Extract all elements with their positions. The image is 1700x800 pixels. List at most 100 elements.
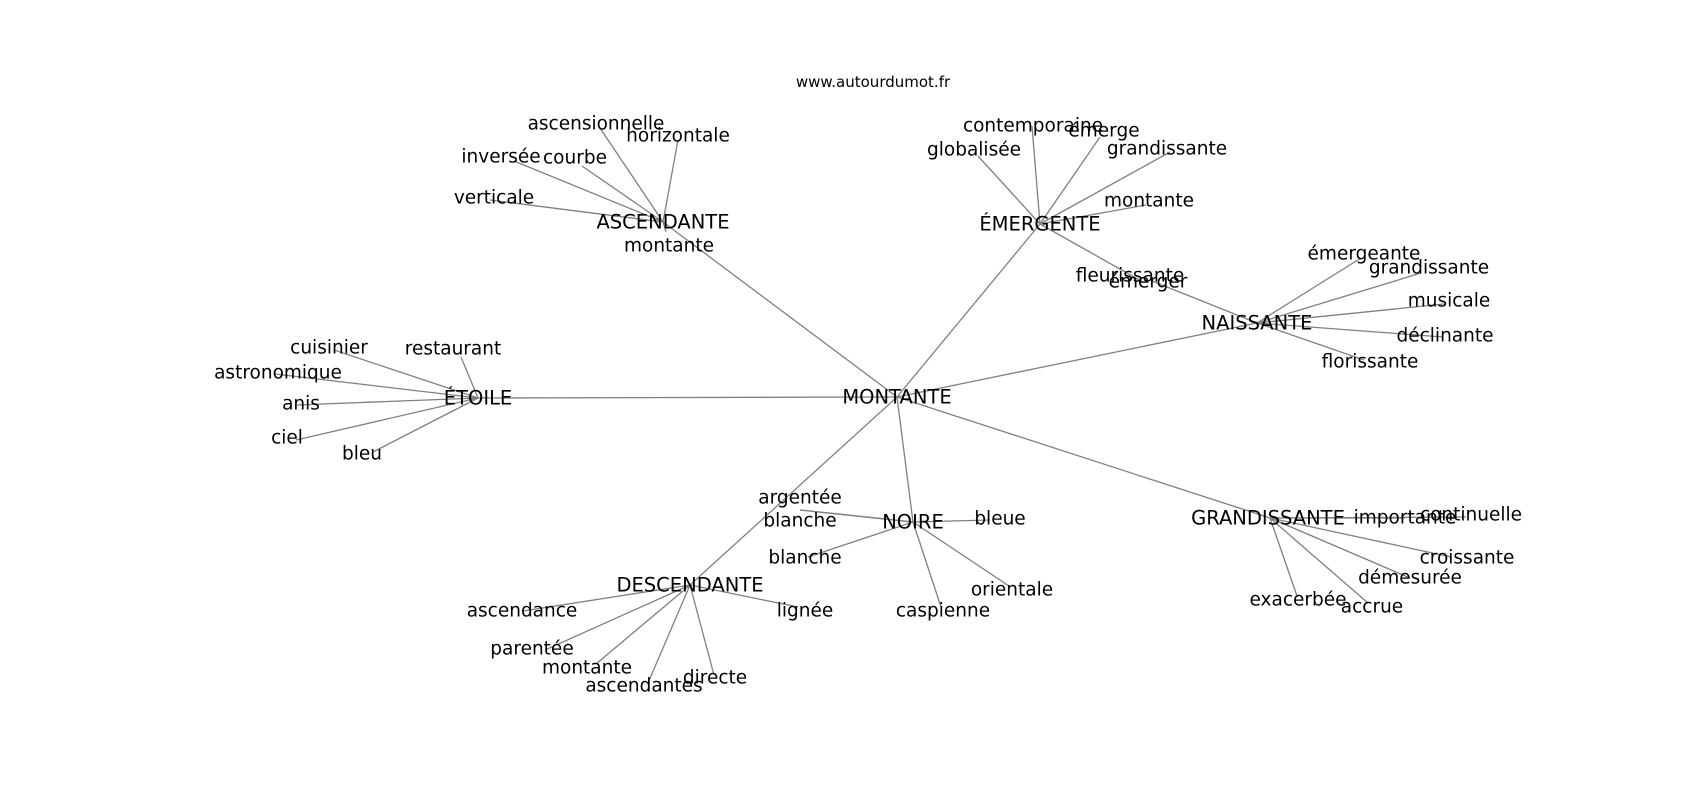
leaf-node-label: importante xyxy=(1354,508,1457,529)
edge-ascendante-5 xyxy=(662,221,667,233)
edge-root-ascendante xyxy=(662,221,898,398)
edge-emergente-7 xyxy=(1039,136,1101,225)
leaf-node-label: anis xyxy=(282,394,320,415)
leaf-node-label: ascendance xyxy=(467,601,578,622)
edge-noire-27 xyxy=(807,521,914,558)
leaf-node-label: blanche xyxy=(768,548,841,569)
edge-etoile-18 xyxy=(333,349,479,399)
edge-root-descendante xyxy=(689,396,898,586)
edge-root-emergente xyxy=(896,223,1041,398)
source-label: www.autourdumot.fr xyxy=(796,73,951,91)
leaf-node-label: exacerbée xyxy=(1249,590,1346,611)
edge-noire-26 xyxy=(912,519,991,523)
leaf-node-label: cuisinier xyxy=(290,338,368,359)
hub-node-label-etoile: ÉTOILE xyxy=(444,387,513,410)
leaf-node-label: ascendantes xyxy=(585,676,702,697)
leaf-node-label: parentée xyxy=(490,639,573,660)
edge-descendante-32 xyxy=(544,584,691,651)
leaf-node-label: grandissante xyxy=(1107,139,1227,160)
leaf-node-label: lignée xyxy=(777,601,834,622)
edge-ascendante-1 xyxy=(662,139,679,223)
leaf-node-label: horizontale xyxy=(626,126,730,147)
edge-naissante-13 xyxy=(1256,272,1422,324)
edge-descendante-31 xyxy=(689,584,799,608)
labels-layer: MONTANTE ASCENDANTE ÉMERGENTE NAISSANTE ÉTOI… xyxy=(214,114,1522,697)
edge-etoile-23 xyxy=(372,397,479,453)
edge-etoile-20 xyxy=(274,373,479,399)
edge-emergente-9 xyxy=(1039,151,1171,225)
leaf-node-label: verticale xyxy=(454,188,534,209)
leaf-node-label: musicale xyxy=(1408,291,1491,312)
root-node-label: MONTANTE xyxy=(842,386,951,409)
edge-ascendante-3 xyxy=(581,165,664,223)
edge-naissante-17 xyxy=(1151,280,1258,324)
edge-emergente-11 xyxy=(1039,223,1144,283)
leaf-node-label: émerge xyxy=(1068,121,1139,142)
edge-root-etoile xyxy=(477,396,898,399)
leaf-node-label: globalisée xyxy=(927,140,1021,161)
leaf-node-label: montante xyxy=(624,236,714,257)
edge-root-naissante xyxy=(896,322,1258,398)
edge-descendante-33 xyxy=(595,584,691,665)
leaf-node-label: blanche xyxy=(763,511,836,532)
leaf-node-label: montante xyxy=(542,658,632,679)
leaf-node-label: émergeante xyxy=(1308,244,1421,265)
edges-layer xyxy=(274,125,1467,684)
edge-grandissante-37 xyxy=(1269,516,1467,519)
edge-noire-28 xyxy=(912,521,1010,587)
edge-noire-25 xyxy=(799,509,914,523)
leaf-node-label: inversée xyxy=(461,147,540,168)
hub-node-label-ascendante: ASCENDANTE xyxy=(596,211,729,234)
edge-descendante-34 xyxy=(647,584,691,684)
edge-ascendante-2 xyxy=(513,160,664,223)
leaf-node-label: astronomique xyxy=(214,363,342,384)
hub-node-label-descendante: DESCENDANTE xyxy=(616,574,763,597)
leaf-node-label: restaurant xyxy=(405,339,501,360)
edge-descendante-35 xyxy=(689,584,715,676)
leaf-node-label: croissante xyxy=(1420,548,1515,569)
edge-naissante-16 xyxy=(1256,322,1365,361)
leaf-node-label: démesurée xyxy=(1358,568,1462,589)
edge-etoile-19 xyxy=(460,356,479,399)
leaf-node-label: courbe xyxy=(543,148,607,169)
hub-node-label-grandissante: GRANDISSANTE xyxy=(1191,507,1345,530)
hub-node-label-naissante: NAISSANTE xyxy=(1202,312,1313,335)
edge-root-grandissante xyxy=(896,396,1271,519)
edge-etoile-21 xyxy=(296,397,479,406)
leaf-node-label: déclinante xyxy=(1397,326,1494,347)
edge-ascendante-0 xyxy=(599,127,664,223)
leaf-node-label: bleu xyxy=(342,444,382,465)
edge-grandissante-41 xyxy=(1269,517,1369,604)
edge-etoile-22 xyxy=(295,397,479,441)
edge-naissante-15 xyxy=(1256,322,1444,338)
leaf-node-label: orientale xyxy=(971,580,1053,601)
edge-emergente-8 xyxy=(977,155,1041,225)
leaf-node-label: directe xyxy=(683,668,747,689)
leaf-node-label: continuelle xyxy=(1420,505,1522,526)
leaf-node-label: émerger xyxy=(1109,272,1188,293)
hub-node-label-emergente: ÉMERGENTE xyxy=(979,213,1100,236)
edge-ascendante-4 xyxy=(489,199,664,223)
leaf-node-label: ciel xyxy=(271,428,303,449)
leaf-node-label: florissante xyxy=(1322,352,1419,373)
edge-descendante-30 xyxy=(522,584,691,612)
edge-noire-29 xyxy=(912,521,942,608)
leaf-node-label: bleue xyxy=(974,509,1025,530)
edge-grandissante-38 xyxy=(1269,517,1452,558)
leaf-node-label: accrue xyxy=(1341,597,1403,618)
edge-naissante-12 xyxy=(1256,257,1362,324)
edge-emergente-6 xyxy=(1031,125,1041,225)
leaf-node-label: contemporaine xyxy=(963,116,1103,137)
edge-root-noire xyxy=(896,396,914,523)
leaf-node-label: caspienne xyxy=(896,601,990,622)
edge-emergente-10 xyxy=(1039,204,1147,225)
edge-grandissante-40 xyxy=(1269,517,1298,597)
hub-node-label-noire: NOIRE xyxy=(882,511,944,534)
edge-naissante-14 xyxy=(1256,303,1445,324)
edge-grandissante-39 xyxy=(1269,517,1411,579)
leaf-node-label: grandissante xyxy=(1369,258,1489,279)
leaf-node-label: montante xyxy=(1104,191,1194,212)
leaf-node-label: ascensionnelle xyxy=(528,114,665,135)
leaf-node-label: fleurissante xyxy=(1076,266,1184,287)
